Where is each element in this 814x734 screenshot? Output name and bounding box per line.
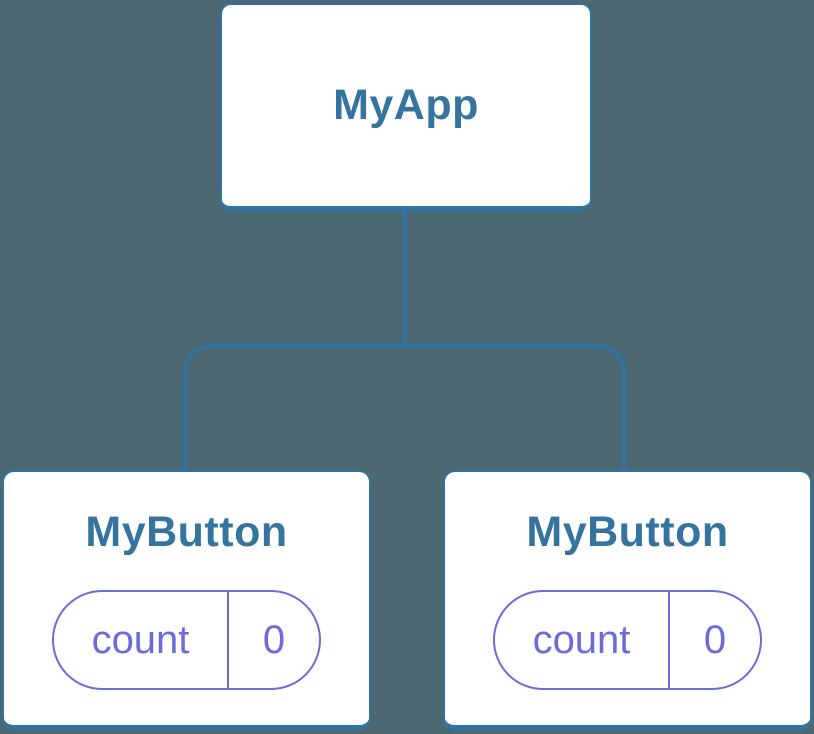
- state-pill: count 0: [493, 590, 762, 691]
- state-name: count: [54, 592, 229, 689]
- connector-bracket: [183, 344, 626, 470]
- state-value: 0: [262, 617, 286, 662]
- component-label: MyApp: [333, 80, 479, 129]
- state-value: 0: [703, 617, 727, 662]
- state-pill: count 0: [52, 590, 321, 691]
- component-label: MyButton: [526, 508, 729, 556]
- component-label: MyButton: [85, 508, 288, 556]
- component-node-root: MyApp: [220, 3, 592, 211]
- component-node-child-right: MyButton count 0: [443, 470, 812, 730]
- connector-stem: [403, 209, 407, 348]
- component-node-child-left: MyButton count 0: [2, 470, 371, 730]
- state-name: count: [495, 592, 670, 689]
